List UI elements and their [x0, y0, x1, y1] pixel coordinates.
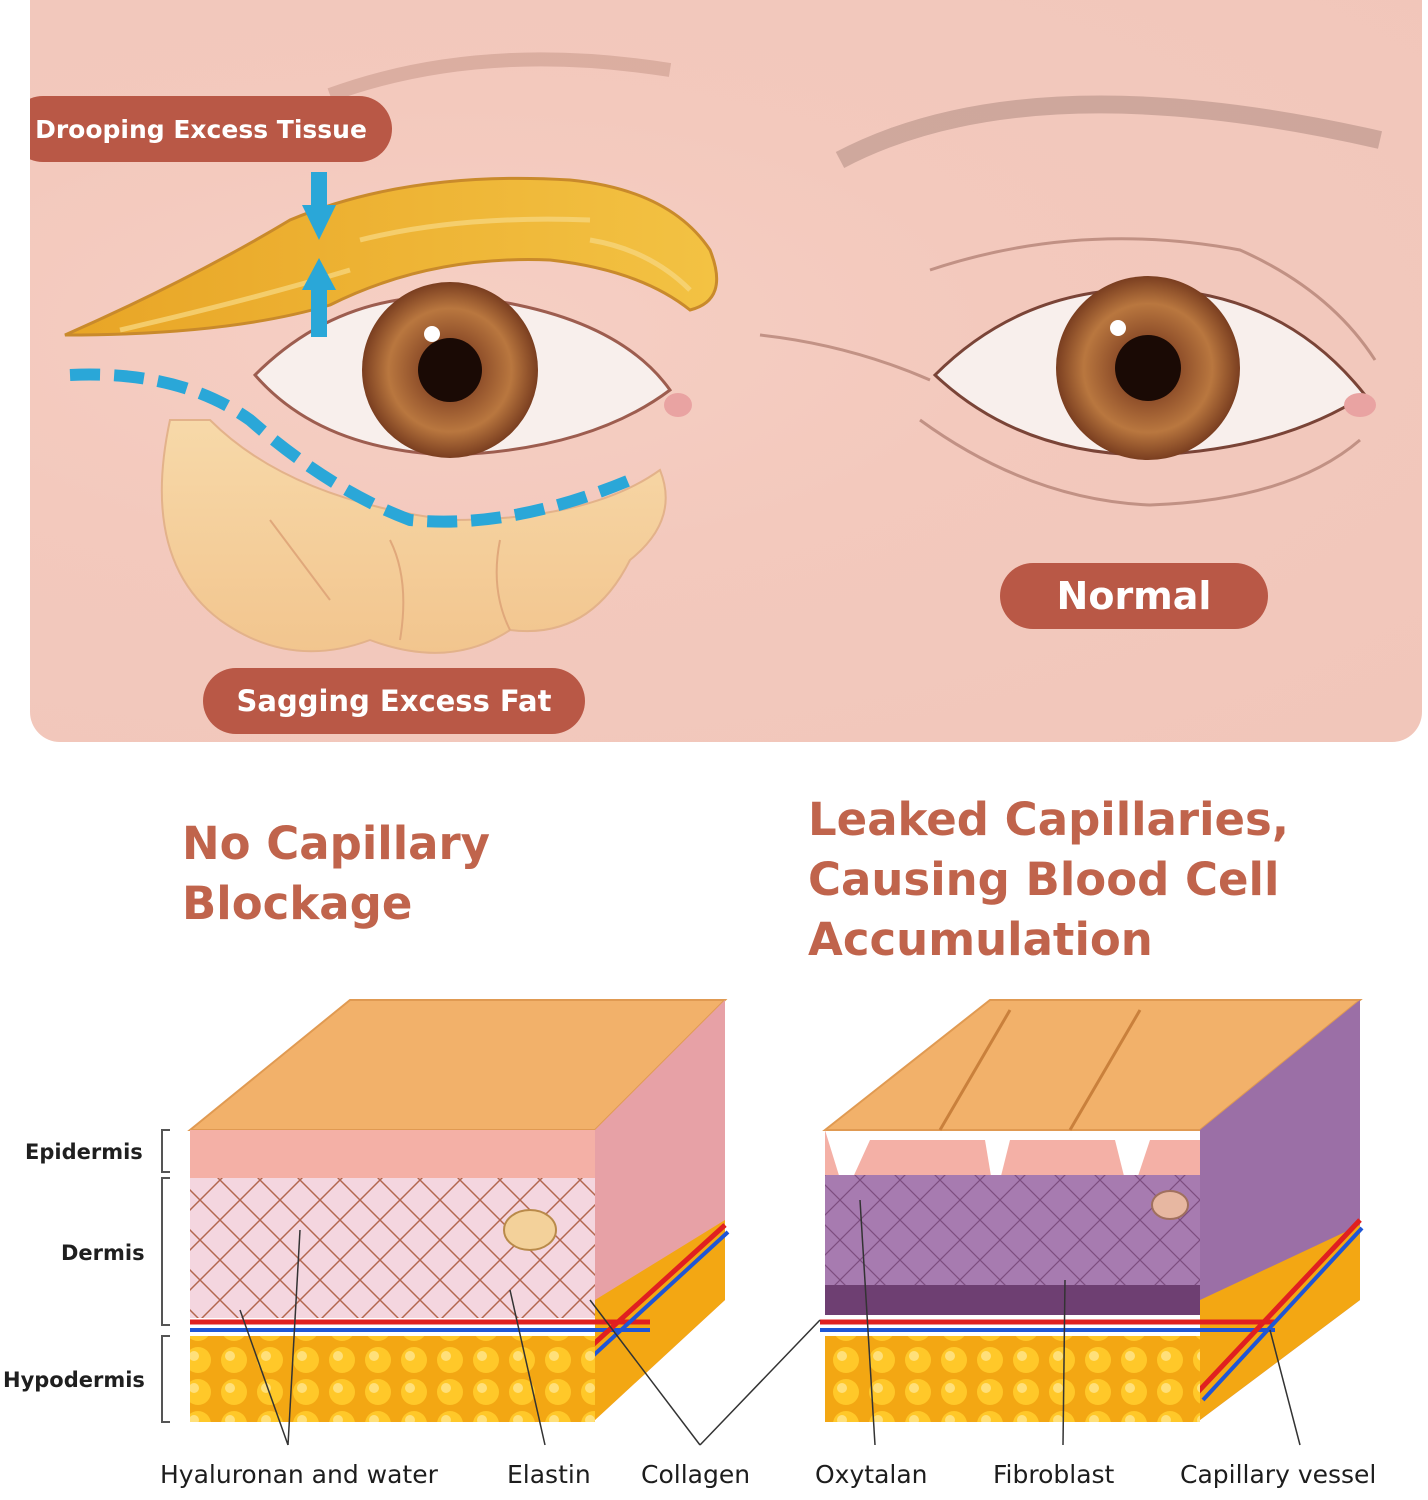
damaged-epidermis-layer [825, 1130, 1200, 1200]
eye-illustration [64, 52, 1383, 654]
left-pupil [418, 338, 482, 402]
capillary-vessel-label: Capillary vessel [1180, 1460, 1377, 1489]
healthy-hypodermis-layer [190, 1336, 595, 1422]
eye-comparison-panel: Drooping Excess Tissue Sagging Excess Fa… [30, 0, 1422, 742]
elastin-label: Elastin [507, 1460, 591, 1489]
collagen-label: Collagen [641, 1460, 751, 1489]
hypodermis-label: Hypodermis [3, 1368, 145, 1392]
fibroblast-label: Fibroblast [993, 1460, 1115, 1489]
damaged-dermis-layer [825, 1175, 1200, 1290]
hyaluronan-label: Hyaluronan and water [160, 1460, 438, 1489]
layer-brackets [161, 1129, 170, 1423]
healthy-epidermis-layer [190, 1130, 595, 1178]
epidermis-label: Epidermis [25, 1140, 143, 1164]
drooping-arrows [302, 172, 336, 337]
right-pupil [1115, 335, 1181, 401]
drooping-excess-tissue-label: Drooping Excess Tissue [30, 96, 392, 162]
left-eyebrow [327, 52, 672, 102]
leader-lines [239, 1199, 1301, 1446]
right-eyebrow [835, 95, 1383, 168]
oxytalan-label: Oxytalan [815, 1460, 928, 1489]
sagging-excess-fat-label: Sagging Excess Fat [203, 668, 585, 734]
drooping-lid-fat [64, 176, 719, 337]
damaged-skin-block [820, 999, 1364, 1422]
sag-contour-line [69, 368, 633, 528]
left-section-title: No Capillary Blockage [182, 817, 491, 930]
damaged-hypodermis-layer [825, 1336, 1200, 1422]
dermis-label: Dermis [61, 1241, 145, 1265]
right-section-title: Leaked Capillaries, Causing Blood Cell A… [808, 793, 1289, 966]
healthy-skin-block [187, 999, 730, 1422]
normal-label: Normal [1000, 563, 1268, 629]
sagging-fat-pad [160, 419, 667, 654]
